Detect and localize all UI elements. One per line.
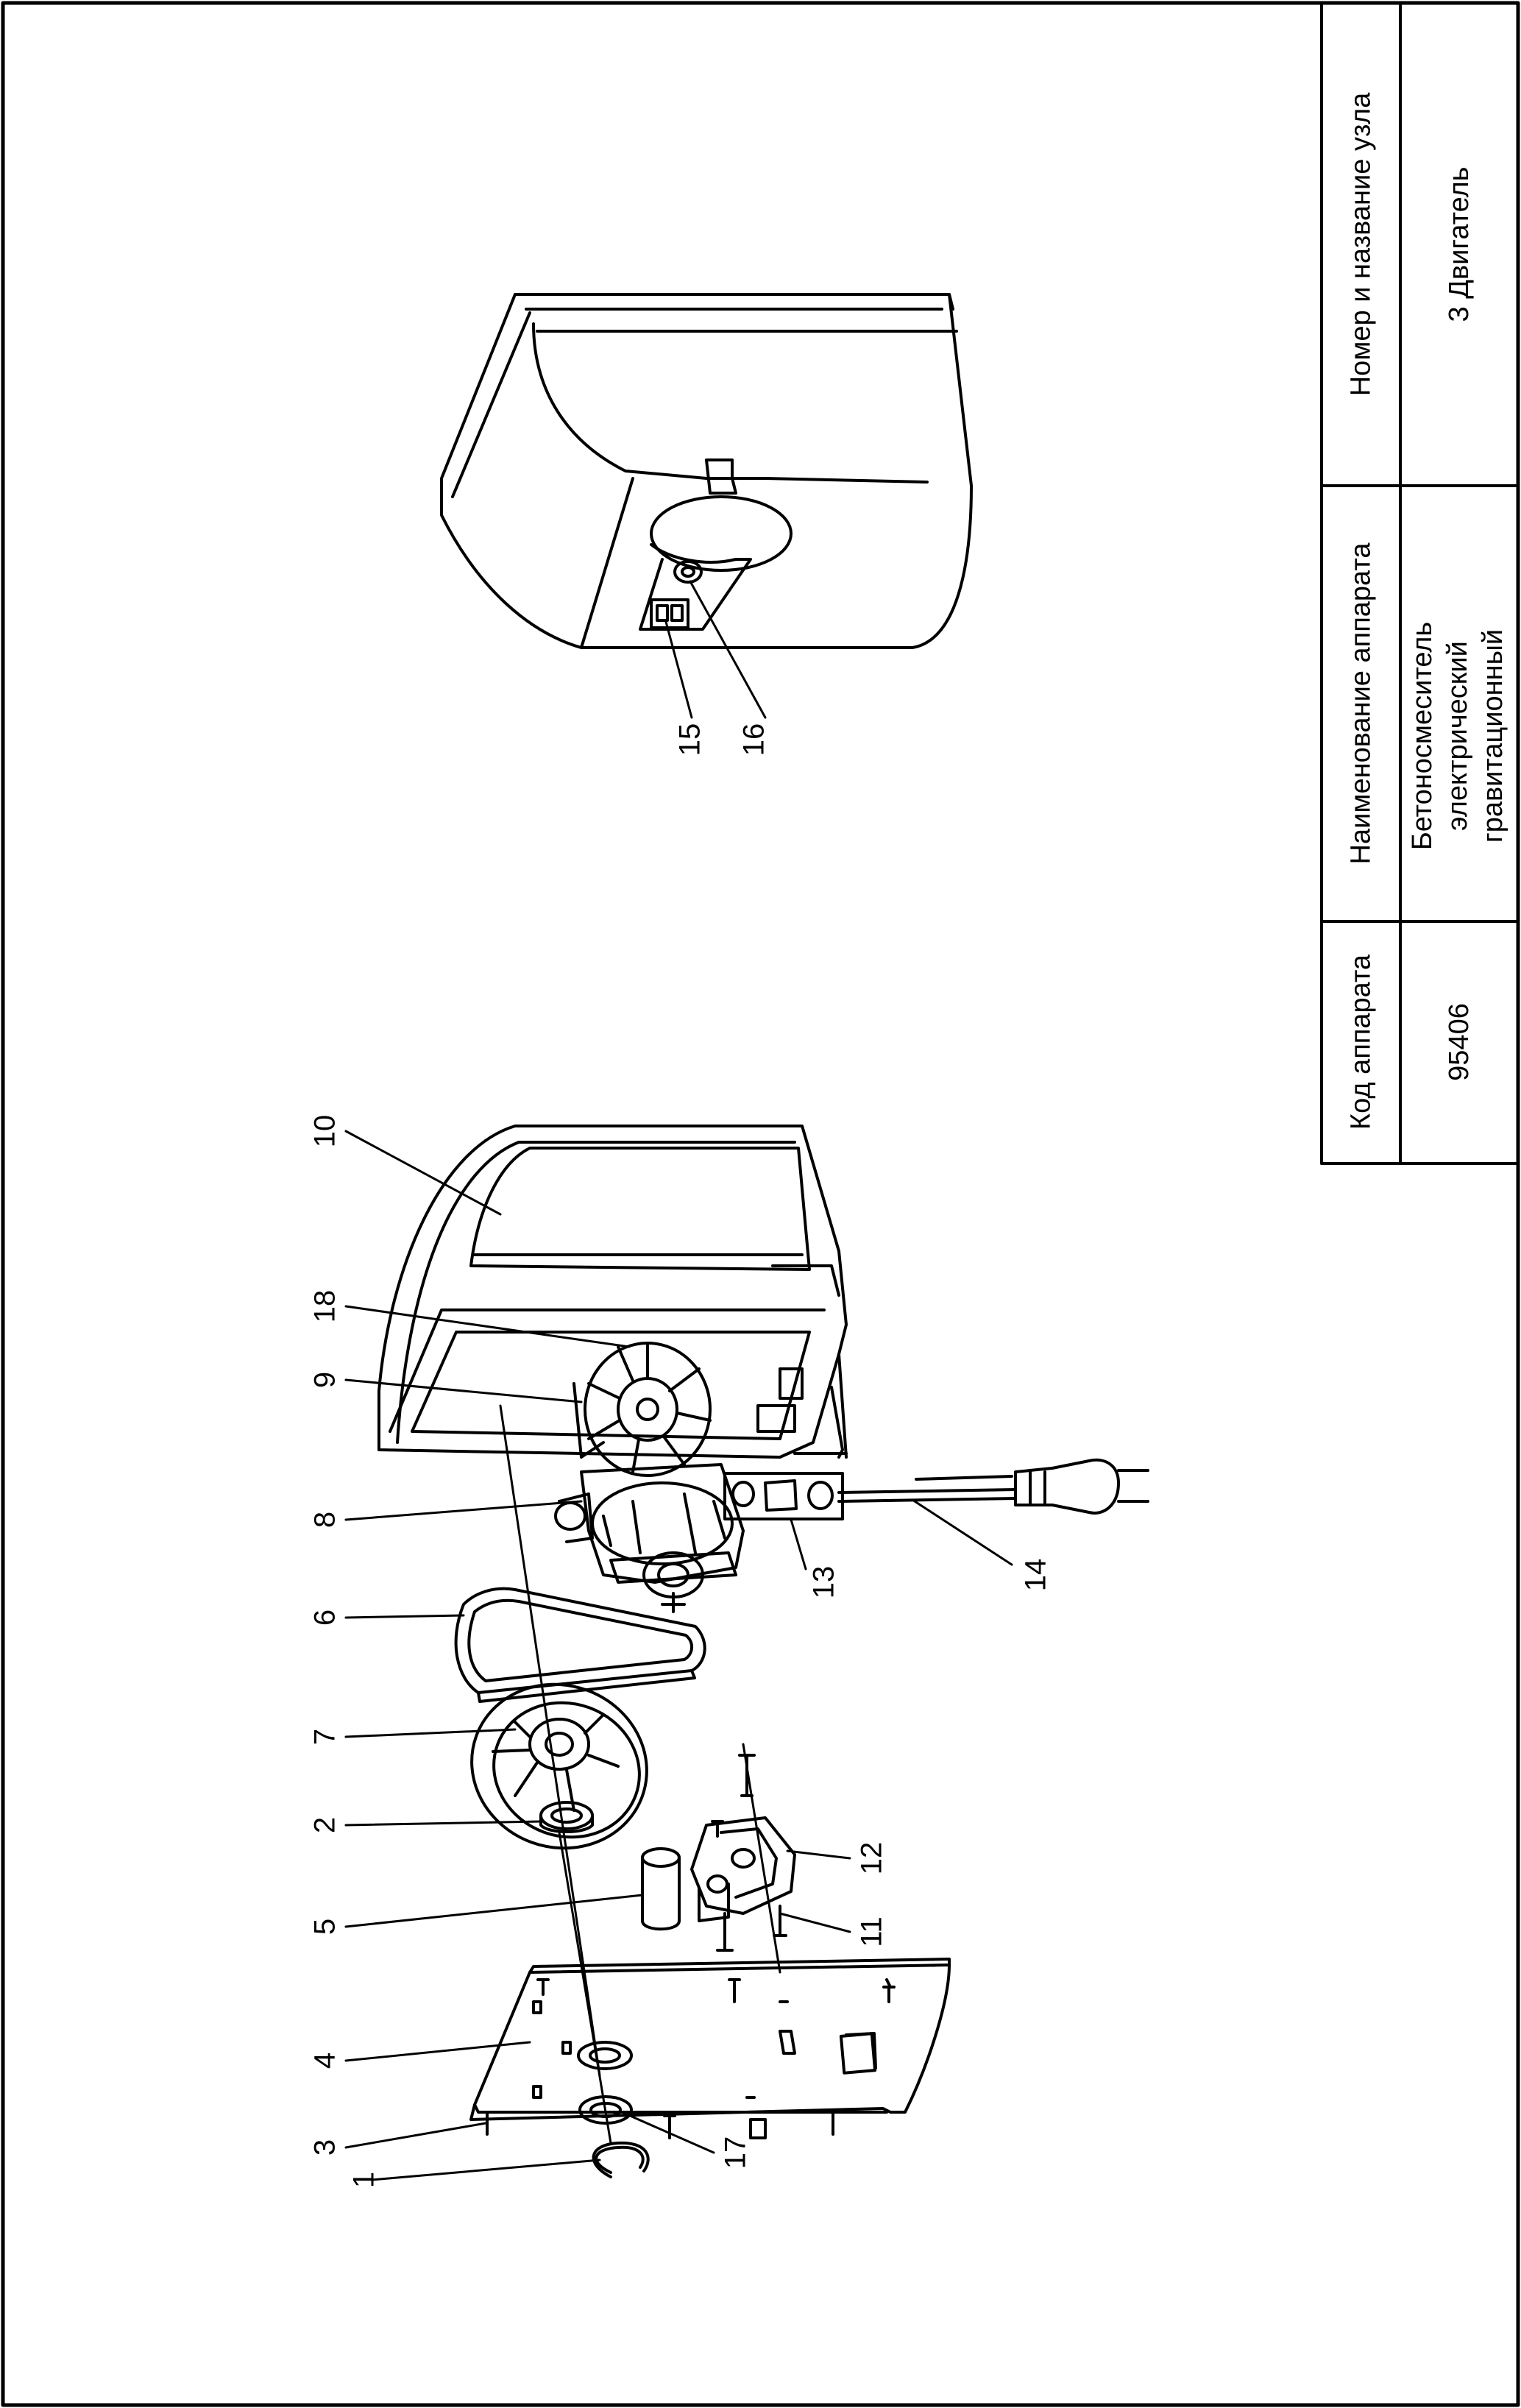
- part-label-14: 14: [1019, 1558, 1052, 1592]
- code-value: 95406: [1444, 1003, 1475, 1081]
- power-cord-part-14: [837, 1458, 1149, 1515]
- part-label-8: 8: [308, 1511, 341, 1529]
- name-line-2: электрический: [1442, 641, 1473, 831]
- bearing-part-2: [539, 1801, 594, 1833]
- leader-5: [344, 1894, 644, 1928]
- leader-17: [620, 2111, 715, 2154]
- part-label-17: 17: [719, 2136, 752, 2170]
- name-line-1: Бетоносмеситель: [1407, 621, 1438, 851]
- name-header: Наименование аппарата: [1345, 542, 1377, 865]
- leader-10: [344, 1130, 502, 1216]
- leader-lines: [344, 580, 1013, 2181]
- leader-16: [689, 580, 767, 719]
- mixer-body: [440, 293, 973, 649]
- leader-18: [344, 1305, 631, 1348]
- part-label-15: 15: [673, 723, 706, 757]
- motor-part-8: [554, 1463, 745, 1613]
- assembly-axis: [499, 1404, 781, 2145]
- pulley-part-7: [470, 1682, 648, 1850]
- part-label-5: 5: [308, 1918, 341, 1936]
- part-label-10: 10: [308, 1114, 341, 1148]
- part-label-12: 12: [855, 1841, 888, 1875]
- leader-11: [779, 1912, 851, 1933]
- part-label-4: 4: [308, 2052, 341, 2069]
- capacitor-part-5: [641, 1847, 681, 1931]
- leader-6: [344, 1614, 465, 1619]
- part-label-7: 7: [308, 1728, 341, 1746]
- leader-9: [344, 1378, 583, 1403]
- retaining-ring-part-1: [592, 2141, 650, 2178]
- part-label-2: 2: [308, 1816, 341, 1834]
- part-label-6: 6: [308, 1609, 341, 1626]
- leader-3: [344, 2122, 487, 2149]
- code-header: Код аппарата: [1345, 954, 1377, 1130]
- name-line-3: гравитационный: [1478, 628, 1508, 843]
- part-label-16: 16: [737, 723, 770, 757]
- leader-1: [370, 2159, 601, 2181]
- part-label-11: 11: [855, 1916, 888, 1947]
- base-plate-part-4: [469, 1958, 951, 2139]
- part-label-13: 13: [807, 1565, 840, 1599]
- part-label-18: 18: [308, 1289, 341, 1323]
- unit-value: 3 Двигатель: [1444, 166, 1475, 322]
- screws-part-3: [481, 1978, 896, 2139]
- leader-15: [664, 620, 693, 719]
- mount-bolts-part-11: [711, 1754, 787, 1952]
- cable-gland-part-13: [723, 1386, 844, 1520]
- leader-2: [344, 1820, 542, 1827]
- part-label-9: 9: [308, 1371, 341, 1389]
- leader-14: [911, 1498, 1013, 1566]
- fan-part-9: [572, 1342, 712, 1477]
- leader-8: [344, 1500, 583, 1521]
- leader-13: [790, 1518, 807, 1570]
- leader-4: [344, 2041, 531, 2062]
- motor-bracket-part-12: [690, 1816, 796, 1922]
- part-label-1: 1: [347, 2171, 380, 2189]
- leader-7: [344, 1728, 517, 1738]
- title-block-grid: [1320, 1, 1520, 1165]
- part-label-3: 3: [308, 2139, 341, 2156]
- unit-header: Номер и название узла: [1345, 92, 1377, 397]
- housing-cover-part-10: [377, 1125, 848, 1459]
- leader-12: [786, 1849, 851, 1860]
